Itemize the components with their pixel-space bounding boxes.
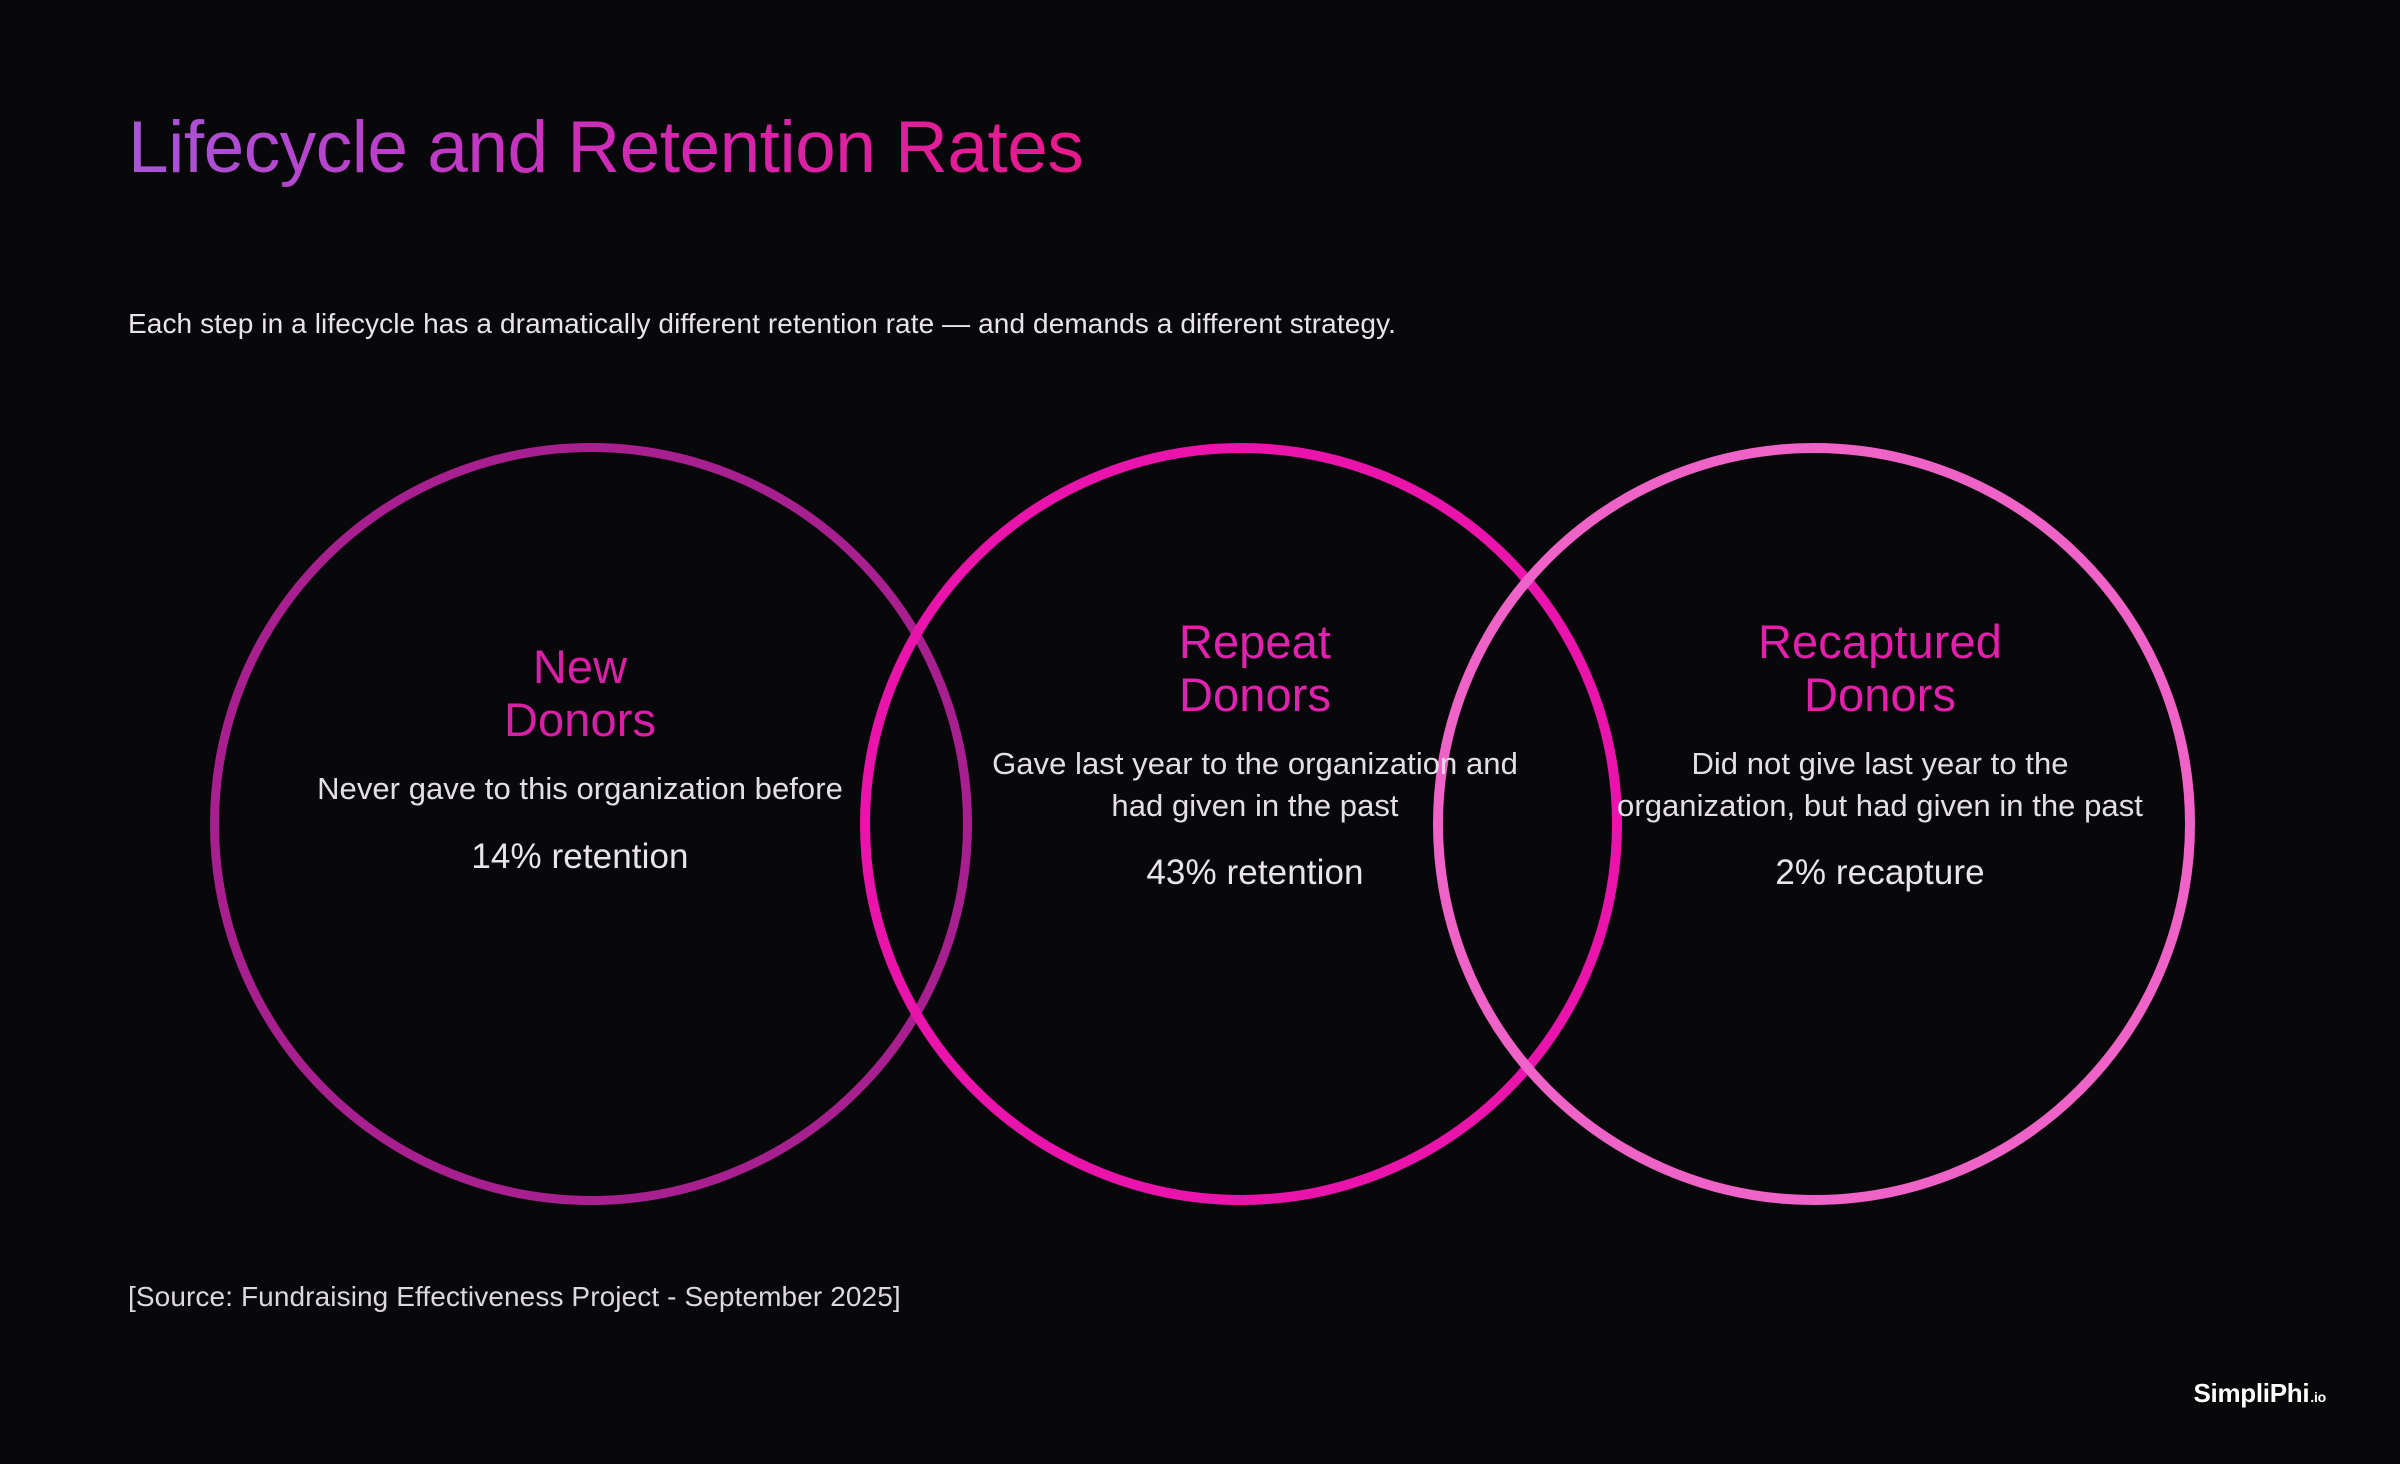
venn-heading-repeat-donors: Repeat Donors — [985, 615, 1525, 721]
venn-heading-line-1: New — [532, 640, 628, 693]
page-subtitle: Each step in a lifecycle has a dramatica… — [128, 308, 1396, 339]
source-note: [Source: Fundraising Effectiveness Proje… — [128, 1281, 901, 1312]
venn-heading-line-2: Donors — [1803, 668, 1957, 722]
venn-heading-recaptured-donors: Recaptured Donors — [1600, 615, 2160, 721]
brand-logo-name: SimpliPhi — [2193, 1378, 2310, 1408]
venn-label-repeat-donors: Repeat Donors Gave last year to the orga… — [985, 615, 1525, 894]
brand-logo-tld: .io — [2310, 1389, 2326, 1405]
brand-logo: SimpliPhi .io — [2194, 1378, 2327, 1409]
venn-description-recaptured-donors: Did not give last year to the organizati… — [1617, 746, 2143, 823]
venn-label-new-donors: New Donors Never gave to this organizati… — [310, 640, 850, 878]
venn-heading-line-1: Recaptured — [1758, 615, 2002, 668]
venn-label-recaptured-donors: Recaptured Donors Did not give last year… — [1600, 615, 2160, 894]
venn-description-new-donors: Never gave to this organization before — [317, 771, 843, 807]
page-title: Lifecycle and Retention Rates — [128, 107, 1084, 188]
venn-stat-new-donors: 14% retention — [471, 836, 689, 876]
venn-heading-line-2: Donors — [1178, 668, 1332, 722]
venn-heading-line-1: Repeat — [1178, 615, 1332, 668]
venn-stat-recaptured-donors: 2% recapture — [1775, 853, 1985, 893]
venn-description-repeat-donors: Gave last year to the organization and h… — [992, 746, 1518, 823]
venn-stat-repeat-donors: 43% retention — [1146, 853, 1364, 893]
venn-heading-new-donors: New Donors — [310, 640, 850, 746]
venn-heading-line-2: Donors — [503, 693, 657, 747]
